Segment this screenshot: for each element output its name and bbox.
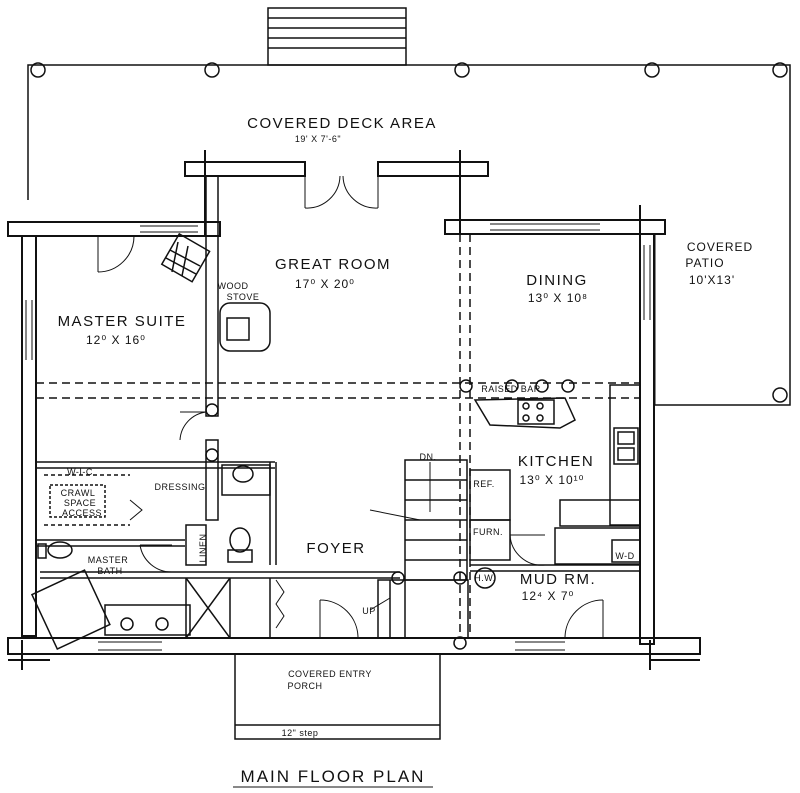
covered-deck-label: COVERED DECK AREA bbox=[247, 115, 437, 132]
crawl-space-label-3: ACCESS bbox=[62, 508, 102, 518]
master-bath-label-2: BATH bbox=[97, 566, 122, 576]
crawl-space-label-1: CRAWL bbox=[61, 488, 96, 498]
entry-porch bbox=[234, 653, 441, 740]
washer-dryer-label: W-D bbox=[615, 551, 634, 561]
covered-patio-dims: 10'X13' bbox=[689, 273, 735, 287]
mud-room-dims: 12⁴ X 7⁰ bbox=[522, 589, 575, 603]
doors bbox=[97, 175, 604, 639]
stairs-up-label: UP bbox=[362, 606, 376, 616]
great-room-label: GREAT ROOM bbox=[275, 256, 391, 273]
furnace-label: FURN. bbox=[473, 527, 503, 537]
interior-walls bbox=[30, 175, 641, 651]
refrigerator-label: REF. bbox=[473, 479, 495, 489]
wood-stove-label-2: STOVE bbox=[227, 292, 260, 302]
dressing-label: DRESSING bbox=[154, 482, 205, 492]
raised-bar-label: RAISED BAR bbox=[481, 384, 541, 394]
water-heater-label: H.W. bbox=[474, 573, 496, 583]
plan-title: MAIN FLOOR PLAN bbox=[241, 767, 426, 786]
master-suite-label: MASTER SUITE bbox=[58, 313, 187, 330]
stair-arrows bbox=[369, 462, 431, 611]
exterior-walls bbox=[7, 150, 701, 670]
entry-step-label: 12" step bbox=[282, 728, 319, 738]
deck-stairs bbox=[267, 7, 407, 66]
great-room-dims: 17⁰ X 20⁰ bbox=[295, 277, 355, 291]
covered-patio-label-2: PATIO bbox=[685, 256, 724, 270]
kitchen-label: KITCHEN bbox=[518, 453, 594, 470]
covered-deck-outline bbox=[27, 62, 791, 406]
covered-deck-dims: 19' X 7'-6" bbox=[295, 134, 341, 144]
master-suite-dims: 12⁰ X 16⁰ bbox=[86, 333, 146, 347]
dining-label: DINING bbox=[526, 272, 588, 289]
wood-stove-label-1: WOOD bbox=[218, 281, 249, 291]
crawl-space-label-2: SPACE bbox=[64, 498, 96, 508]
mud-room-label: MUD RM. bbox=[520, 571, 596, 588]
wic-label: W-I-C bbox=[67, 467, 93, 477]
kitchen-dims: 13⁰ X 10¹⁰ bbox=[520, 473, 585, 487]
foyer-label: FOYER bbox=[306, 540, 365, 557]
entry-porch-label-1: COVERED ENTRY bbox=[288, 669, 372, 679]
entry-porch-label-2: PORCH bbox=[287, 681, 322, 691]
stairs-down-label: DN. bbox=[420, 452, 437, 462]
windows bbox=[25, 223, 651, 651]
linen-label: LINEN bbox=[198, 533, 208, 562]
covered-patio-label-1: COVERED bbox=[687, 240, 753, 254]
master-bath-label-1: MASTER bbox=[88, 555, 129, 565]
dining-dims: 13⁰ X 10⁸ bbox=[528, 291, 588, 305]
